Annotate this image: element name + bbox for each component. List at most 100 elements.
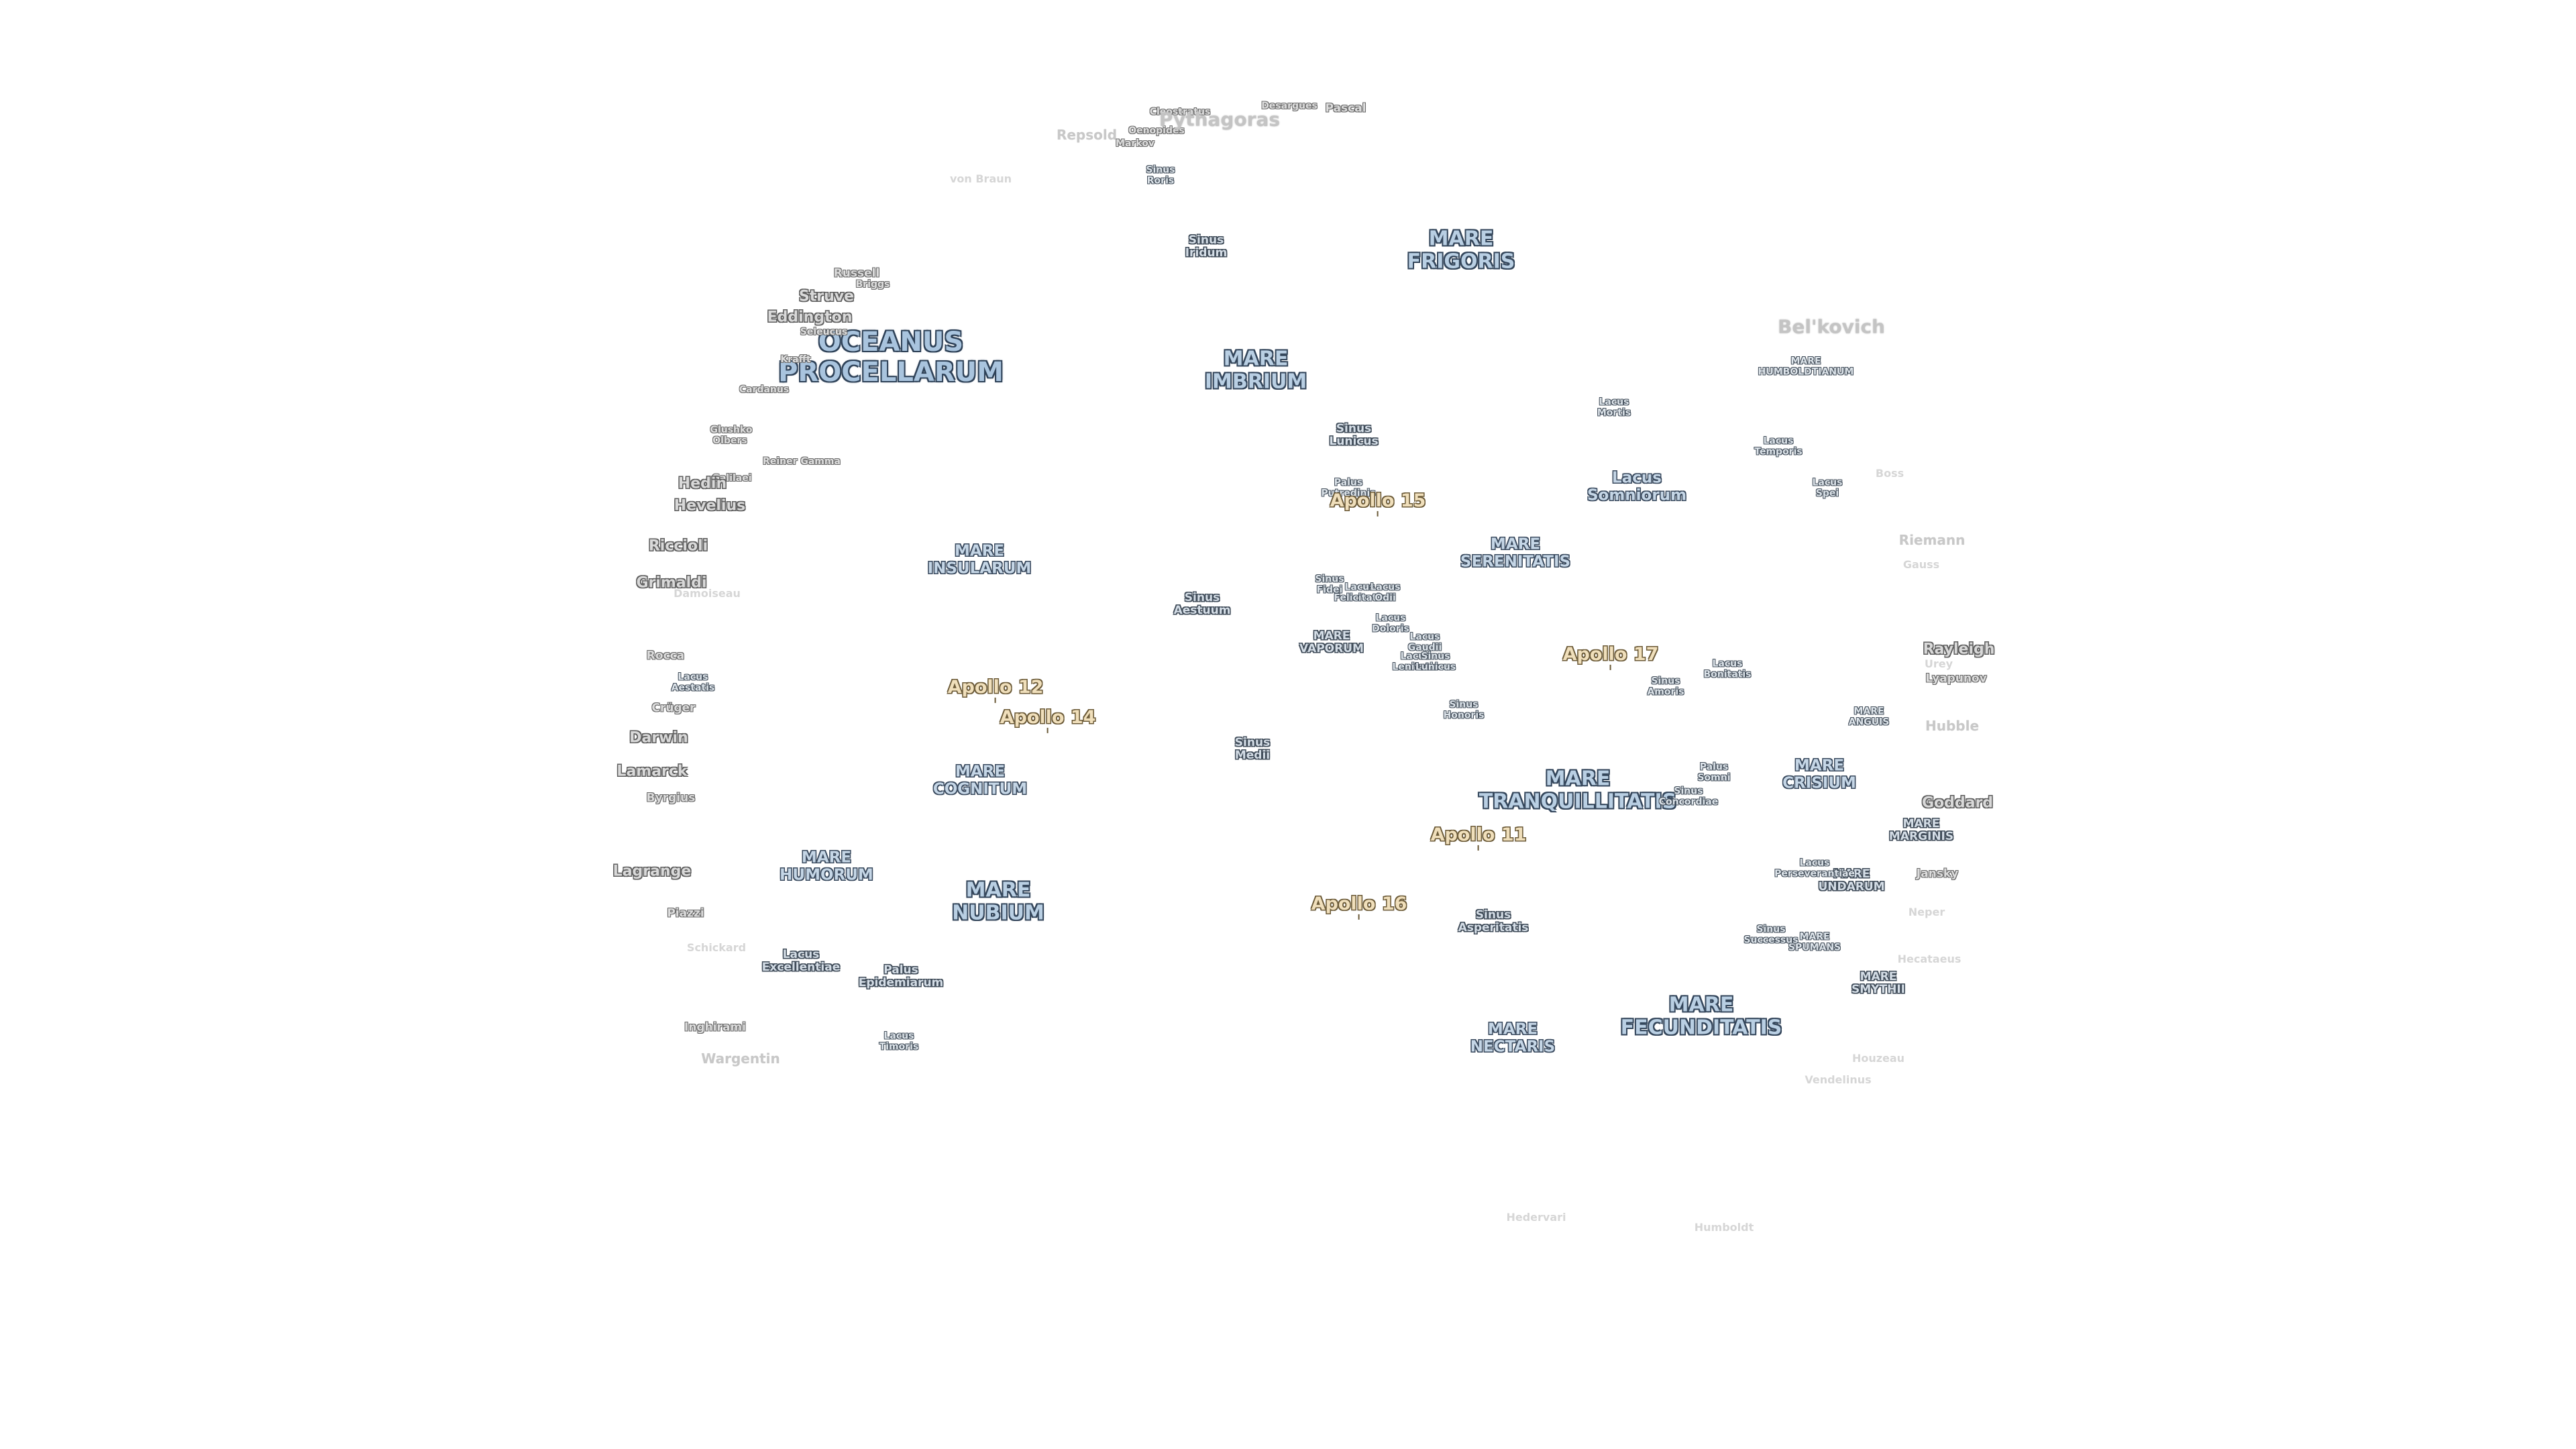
label-crater-hedin[interactable]: Hedin [678, 476, 727, 493]
label-apollo-15[interactable]: Apollo 15 [1330, 490, 1426, 517]
label-crater-krafft[interactable]: Krafft [780, 354, 810, 366]
label-crater-oenopides[interactable]: Oenopides [1128, 125, 1185, 137]
label-crater-boss[interactable]: Boss [1876, 468, 1904, 480]
label-crater-seleucus[interactable]: Seleucus [800, 327, 847, 338]
label-crater-darwin[interactable]: Darwin [629, 730, 688, 747]
label-crater-lagrange[interactable]: Lagrange [613, 863, 692, 881]
label-crater-desargues[interactable]: Desargues [1261, 101, 1318, 112]
label-crater-humboldt[interactable]: Humboldt [1695, 1222, 1754, 1234]
label-crater-piazzi[interactable]: Piazzi [667, 907, 704, 920]
label-crater-markov[interactable]: Markov [1116, 138, 1155, 150]
label-crater-rocca[interactable]: Rocca [647, 649, 684, 662]
label-crater-olbers[interactable]: Olbers [712, 435, 747, 447]
label-crater-riccioli[interactable]: Riccioli [649, 538, 708, 555]
label-crater-hevelius[interactable]: Hevelius [674, 498, 745, 515]
label-apollo-17[interactable]: Apollo 17 [1563, 644, 1658, 671]
label-apollo-16[interactable]: Apollo 16 [1311, 894, 1407, 920]
label-crater-hedervari[interactable]: Hedervari [1506, 1212, 1566, 1224]
label-crater-belkovich[interactable]: Bel'kovich [1778, 316, 1885, 337]
label-crater-gauss[interactable]: Gauss [1903, 559, 1939, 571]
label-apollo-14[interactable]: Apollo 14 [1000, 707, 1095, 734]
label-crater-russell[interactable]: Russell [834, 267, 880, 280]
label-crater-neper[interactable]: Neper [1909, 906, 1945, 918]
label-crater-damoiseau[interactable]: Damoiseau [674, 588, 741, 600]
label-crater-hecataeus[interactable]: Hecataeus [1898, 953, 1962, 965]
label-crater-galilaei[interactable]: Galilaei [712, 473, 751, 484]
label-crater-jansky[interactable]: Jansky [1917, 867, 1958, 880]
label-reiner-gamma[interactable]: Reiner Gamma [763, 456, 841, 468]
label-crater-inghirami[interactable]: Inghirami [684, 1021, 746, 1034]
label-apollo-12[interactable]: Apollo 12 [948, 677, 1043, 704]
label-crater-repsold[interactable]: Repsold [1057, 127, 1117, 142]
label-crater-goddard[interactable]: Goddard [1922, 795, 1993, 812]
label-crater-lamarck[interactable]: Lamarck [616, 763, 687, 781]
label-crater-briggs[interactable]: Briggs [856, 279, 890, 290]
label-crater-vendelinus[interactable]: Vendelinus [1805, 1074, 1871, 1086]
label-crater-cleostratus[interactable]: Cleostratus [1150, 107, 1211, 118]
label-crater-struve[interactable]: Struve [799, 288, 854, 306]
label-crater-riemann[interactable]: Riemann [1899, 532, 1966, 547]
label-crater-lyapunov[interactable]: Lyapunov [1925, 672, 1986, 685]
label-crater-rayleigh[interactable]: Rayleigh [1923, 641, 1995, 659]
label-crater-von-braun[interactable]: von Braun [950, 173, 1012, 185]
label-crater-hubble[interactable]: Hubble [1925, 718, 1979, 733]
label-crater-cruger[interactable]: Crüger [651, 702, 695, 714]
label-crater-eddington[interactable]: Eddington [767, 309, 853, 327]
label-crater-byrgius[interactable]: Byrgius [647, 792, 696, 804]
label-crater-cardanus[interactable]: Cardanus [739, 384, 789, 396]
label-crater-wargentin[interactable]: Wargentin [701, 1051, 780, 1066]
label-crater-pythagoras[interactable]: Pythagoras [1159, 109, 1280, 130]
label-crater-glushko[interactable]: Glushko [710, 425, 752, 436]
label-crater-pascal[interactable]: Pascal [1326, 102, 1366, 115]
label-crater-urey[interactable]: Urey [1925, 658, 1953, 670]
label-crater-schickard[interactable]: Schickard [687, 942, 746, 954]
label-crater-grimaldi[interactable]: Grimaldi [636, 575, 706, 592]
label-crater-houzeau[interactable]: Houzeau [1852, 1053, 1904, 1065]
